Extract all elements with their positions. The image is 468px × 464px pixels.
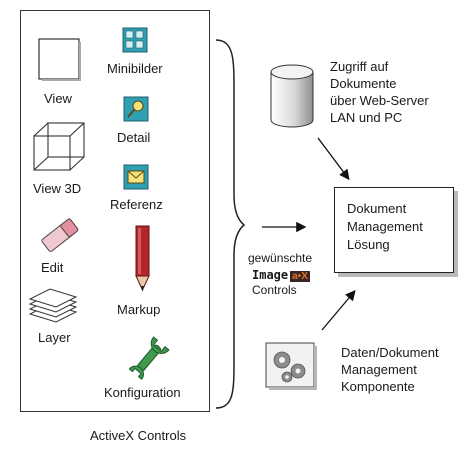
view-label: View [44,91,72,106]
solution-line: Lösung [347,237,390,252]
components-line: Komponente [341,379,415,394]
layer-label: Layer [38,330,71,345]
eraser-icon [38,216,84,259]
envelope-reference-icon [123,164,149,195]
referenz-label: Referenz [110,197,163,212]
brand-badge: a•X [290,271,310,282]
edit-label: Edit [41,260,64,275]
components-text: Daten/Dokument Management Komponente [341,344,439,395]
curly-brace [212,10,246,415]
panel-caption: ActiveX Controls [90,428,187,443]
minibilder-label: Minibilder [107,61,163,76]
wrench-configuration-icon [127,335,171,386]
database-line: Dokumente [330,76,397,91]
arrow-from-components [321,290,356,331]
components-line: Daten/Dokument [341,345,439,360]
konfiguration-label: Konfiguration [104,385,181,400]
arrow-from-database [317,137,350,181]
database-line: Zugriff auf [330,59,389,74]
database-line: über Web-Server [330,93,429,108]
pen-markup-icon [130,225,156,301]
database-line: LAN und PC [330,110,403,125]
gears-component-icon [265,342,317,395]
middle-label-line1: gewünschte [248,251,313,265]
layer-stack-icon [26,288,78,331]
detail-label: Detail [117,130,151,145]
cube-3d-icon [30,120,90,179]
solution-line: Management [347,219,423,234]
solution-text: Dokument Management Lösung [347,200,423,254]
database-text: Zugriff auf Dokumente über Web-Server LA… [330,58,429,126]
view-3d-label: View 3D [33,181,82,196]
middle-label-line3: Controls [252,283,297,297]
magnifier-detail-icon [123,96,149,127]
document-management-solution-box [334,187,454,273]
view-icon [37,37,81,86]
markup-label: Markup [117,302,161,317]
components-line: Management [341,362,417,377]
database-icon [268,62,316,137]
solution-line: Dokument [347,201,407,216]
thumbnail-grid-icon [122,27,148,58]
brand-word: Image [252,268,289,282]
